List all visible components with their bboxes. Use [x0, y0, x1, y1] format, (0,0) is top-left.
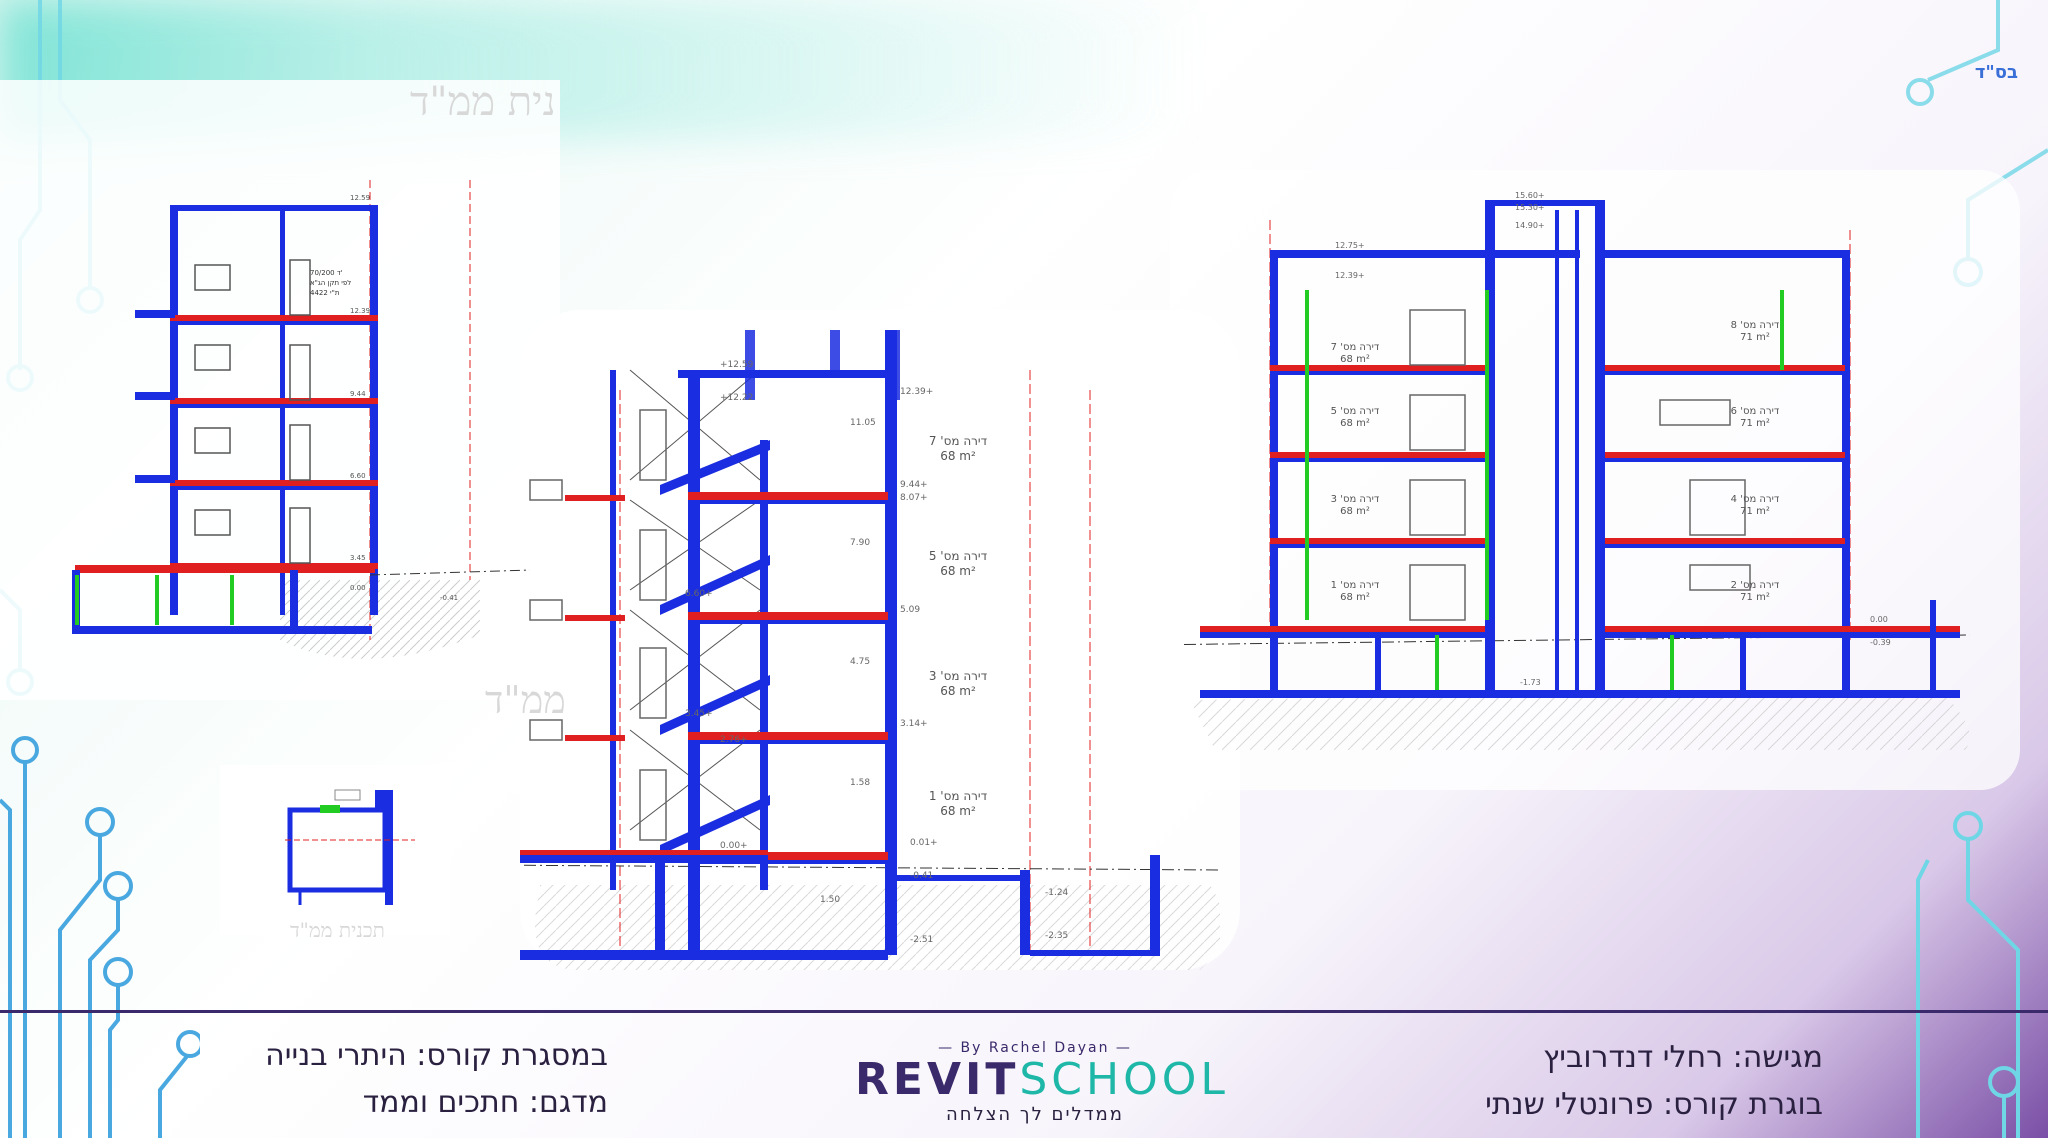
- right-apt-2-label: דירה מס' 2: [1731, 580, 1780, 591]
- logo-wordmark: REVITSCHOOL: [855, 1054, 1225, 1105]
- center-level-5: 8.07+: [900, 493, 928, 503]
- left-note-1: 70/200 ד': [310, 269, 343, 277]
- right-level-3: 12.75+: [1335, 241, 1365, 250]
- center-level-18: -1.24: [1045, 888, 1069, 898]
- logo-by-line: — By Rachel Dayan —: [938, 1040, 1132, 1056]
- center-apt-1-area: 68 m²: [940, 804, 976, 818]
- center-level-10: 3.45+: [685, 709, 713, 719]
- right-level-1: 15.30+: [1515, 203, 1545, 212]
- watermark-top-left: נית ממ"ד: [410, 79, 556, 125]
- center-apt-1-label: דירה מס' 1: [929, 789, 988, 803]
- center-apt-7-area: 68 m²: [940, 449, 976, 463]
- left-note-3: 4422 ת"י: [310, 289, 339, 297]
- right-level-5: 0.00: [1870, 615, 1888, 624]
- right-apt-3-area: 68 m²: [1340, 506, 1370, 517]
- center-level-4: 9.44+: [900, 480, 928, 490]
- center-level-15: 0.00+: [720, 841, 748, 851]
- center-apt-5-label: דירה מס' 5: [929, 549, 988, 563]
- right-apt-1-area: 68 m²: [1340, 592, 1370, 603]
- right-level-4: 12.39+: [1335, 271, 1365, 280]
- center-building-section: דירה מס' 7 68 m² דירה מס' 5 68 m² דירה מ…: [520, 330, 1220, 970]
- right-level-2: 14.90+: [1515, 221, 1545, 230]
- left-note-2: לפי תקן הג"א: [310, 279, 351, 287]
- graduate-text: בוגרת קורס: פרונטלי שנתי: [1485, 1087, 1823, 1122]
- footer-divider: [0, 1010, 2048, 1013]
- center-apt-3-label: דירה מס' 3: [929, 669, 988, 683]
- center-level-12: 2.76+: [720, 735, 748, 745]
- right-apt-5-area: 68 m²: [1340, 418, 1370, 429]
- center-level-11: 3.14+: [900, 719, 928, 729]
- center-apt-7-label: דירה מס' 7: [929, 434, 988, 448]
- center-level-1: +12.22: [720, 393, 753, 403]
- center-level-19: -2.35: [1045, 931, 1068, 941]
- logo-brand-b: SCHOOL: [1019, 1054, 1229, 1105]
- left-level-2: 12.39: [350, 307, 370, 315]
- right-apt-7-label: דירה מס' 7: [1331, 342, 1380, 353]
- right-apt-4-label: דירה מס' 4: [1731, 494, 1780, 505]
- corner-mark: בס"ד: [1974, 62, 2018, 83]
- right-building-section: דירה מס' 7 68 m² דירה מס' 5 68 m² דירה מ…: [1180, 191, 1971, 750]
- small-mamad-plan: [285, 789, 415, 905]
- center-level-2: 12.39+: [900, 387, 933, 397]
- left-level-3: 9.44: [350, 390, 366, 398]
- center-level-17: -0.41: [910, 871, 933, 881]
- logo-brand-a: REVIT: [855, 1054, 1020, 1105]
- left-level-1: 12.59: [350, 194, 370, 202]
- left-level-6: 0.00: [350, 584, 366, 592]
- center-level-0: +12.59: [720, 360, 754, 370]
- left-building-section: 70/200 ד' לפי תקן הג"א 4422 ת"י 12.59 12…: [72, 180, 531, 659]
- center-level-13: 1.58: [850, 778, 870, 788]
- right-apt-8-area: 71 m²: [1740, 332, 1770, 343]
- left-level-7: -0.41: [440, 594, 458, 602]
- center-level-9: 4.75: [850, 657, 870, 667]
- center-apt-3-area: 68 m²: [940, 684, 976, 698]
- right-level-7: -1.73: [1520, 678, 1541, 687]
- right-apt-6-area: 71 m²: [1740, 418, 1770, 429]
- revitschool-logo: — By Rachel Dayan — REVITSCHOOL ממדלים ל…: [855, 1040, 1225, 1125]
- center-level-20: -2.51: [910, 935, 933, 945]
- center-level-7: 6.60+: [685, 589, 713, 599]
- center-apt-5-area: 68 m²: [940, 564, 976, 578]
- center-level-16: 1.50: [820, 895, 840, 905]
- right-apt-5-label: דירה מס' 5: [1331, 406, 1380, 417]
- center-level-6: 7.90: [850, 538, 870, 548]
- right-apt-4-area: 71 m²: [1740, 506, 1770, 517]
- right-apt-3-label: דירה מס' 3: [1331, 494, 1380, 505]
- logo-tagline: ממדלים לך הצלחה: [945, 1104, 1124, 1125]
- left-level-5: 3.45: [350, 554, 366, 562]
- right-apt-1-label: דירה מס' 1: [1331, 580, 1380, 591]
- right-apt-7-area: 68 m²: [1340, 354, 1370, 365]
- small-plan-caption: תכנית ממ"ד: [290, 918, 385, 942]
- model-text: מדגם: חתכים וממד: [362, 1085, 608, 1120]
- right-level-6: -0.39: [1870, 638, 1891, 647]
- right-apt-6-label: דירה מס' 6: [1731, 406, 1780, 417]
- watermark-mid-left: ממ"ד: [485, 678, 566, 722]
- right-level-0: 15.60+: [1515, 191, 1545, 200]
- left-level-4: 6.60: [350, 472, 366, 480]
- right-apt-2-area: 71 m²: [1740, 592, 1770, 603]
- center-level-8: 5.09: [900, 605, 920, 615]
- course-frame-text: במסגרת קורס: היתרי בנייה: [265, 1038, 608, 1073]
- presenter-text: מגישה: רחלי דנדרוביץ: [1543, 1040, 1823, 1075]
- right-apt-8-label: דירה מס' 8: [1731, 320, 1780, 331]
- center-level-14: 0.01+: [910, 838, 938, 848]
- center-level-3: 11.05: [850, 418, 876, 428]
